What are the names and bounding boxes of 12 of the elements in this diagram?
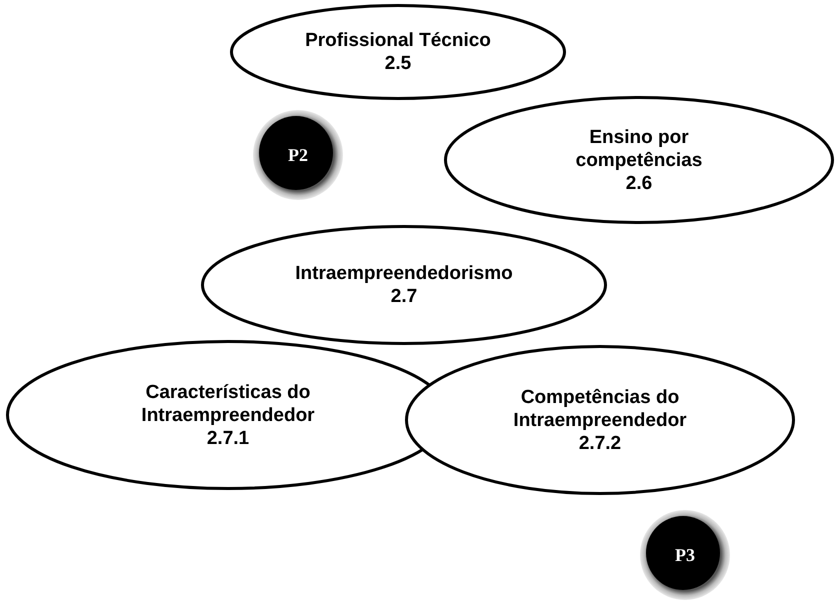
topic-title: Características do Intraempreendedor <box>140 380 316 426</box>
badge-label: P3 <box>675 544 695 566</box>
topic-title: Competências do Intraempreendedor <box>512 386 688 432</box>
badge-label: P2 <box>288 144 308 166</box>
section-number: 2.5 <box>384 52 412 75</box>
topic-title: Profissional Técnico <box>305 29 491 52</box>
section-number: 2.7.1 <box>206 426 250 450</box>
section-number: 2.7.2 <box>578 432 622 454</box>
topic-title: Intraempreendedorismo <box>295 262 513 285</box>
section-number: 2.6 <box>626 172 652 194</box>
topic-title: Ensino por competências <box>574 126 704 172</box>
section-number: 2.7 <box>390 285 418 308</box>
